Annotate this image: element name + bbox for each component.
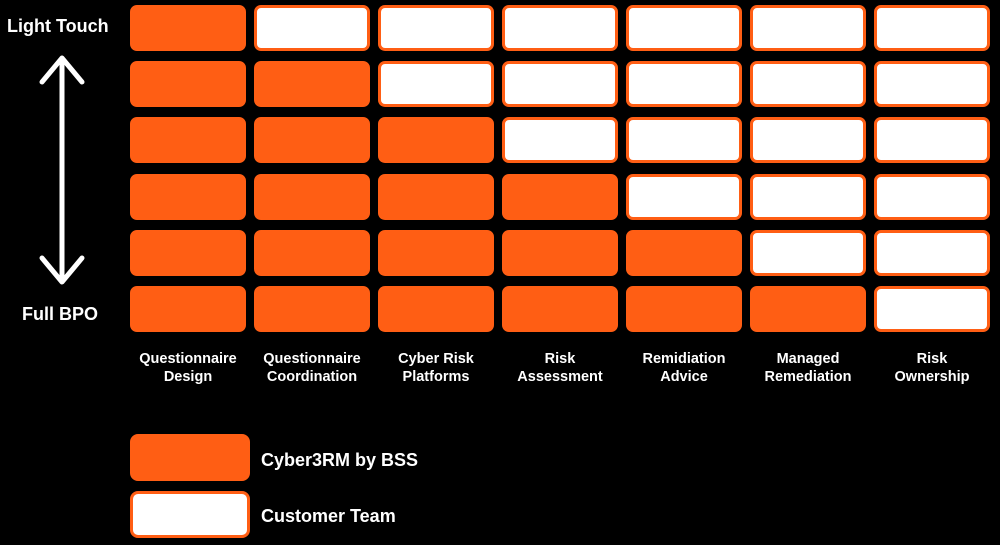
column-label-7: Risk Ownership [894, 351, 970, 385]
cell-r4-c4-bss [502, 173, 618, 220]
cell-r2-c2-bss [254, 61, 370, 108]
legend-customer-swatch [130, 491, 250, 538]
double-arrow-icon [39, 55, 85, 285]
cell-r6-c2-bss [254, 286, 370, 332]
cell-r5-c5-bss [626, 229, 742, 276]
cell-r4-c3-bss [378, 173, 494, 220]
cell-r1-c3-customer [378, 5, 494, 51]
cell-r2-c3-customer [378, 61, 494, 108]
cell-r2-c6-customer [750, 61, 866, 108]
cell-r3-c1-bss [130, 117, 246, 164]
cell-r6-c1-bss [130, 286, 246, 332]
cell-r6-c4-bss [502, 286, 618, 332]
column-label-4: Risk Assessment [517, 351, 603, 385]
cell-r5-c2-bss [254, 229, 370, 276]
cell-r3-c5-customer [626, 117, 742, 164]
full-bpo-label: Full BPO [22, 304, 98, 324]
cell-r4-c2-bss [254, 173, 370, 220]
cell-r4-c7-customer [874, 173, 990, 220]
cell-r3-c2-bss [254, 117, 370, 164]
column-label-3: Cyber Risk Platforms [398, 351, 474, 385]
legend-bss-label: Cyber3RM by BSS [261, 450, 419, 470]
cell-r3-c6-customer [750, 117, 866, 164]
cell-r2-c5-customer [626, 61, 742, 108]
cell-r6-c3-bss [378, 286, 494, 332]
cell-r6-c7-customer [874, 286, 990, 332]
cell-r2-c7-customer [874, 61, 990, 108]
column-label-5: Remidiation Advice [642, 351, 726, 385]
cell-r5-c1-bss [130, 229, 246, 276]
column-label-6: Managed Remediation [764, 351, 852, 385]
cell-r4-c6-customer [750, 173, 866, 220]
cell-r1-c2-customer [254, 5, 370, 51]
cell-r5-c4-bss [502, 229, 618, 276]
cell-r5-c6-customer [750, 229, 866, 276]
cell-r1-c6-customer [750, 5, 866, 51]
cell-r1-c5-customer [626, 5, 742, 51]
cell-r6-c5-bss [626, 286, 742, 332]
cell-r1-c4-customer [502, 5, 618, 51]
cell-r3-c4-customer [502, 117, 618, 164]
cell-r5-c7-customer [874, 229, 990, 276]
cell-r2-c1-bss [130, 61, 246, 108]
column-label-2: Questionnaire Coordination [263, 351, 361, 385]
light-touch-label: Light Touch [7, 16, 109, 36]
column-label-1: Questionnaire Design [139, 351, 237, 385]
cell-r4-c1-bss [130, 173, 246, 220]
cell-r6-c6-bss [750, 286, 866, 332]
cell-r3-c3-bss [378, 117, 494, 164]
cell-r3-c7-customer [874, 117, 990, 164]
cell-r2-c4-customer [502, 61, 618, 108]
cell-r5-c3-bss [378, 229, 494, 276]
legend-customer-label: Customer Team [261, 506, 396, 526]
legend-bss-swatch [130, 434, 250, 481]
cell-r1-c7-customer [874, 5, 990, 51]
cell-r1-c1-bss [130, 5, 246, 51]
cell-r4-c5-customer [626, 173, 742, 220]
